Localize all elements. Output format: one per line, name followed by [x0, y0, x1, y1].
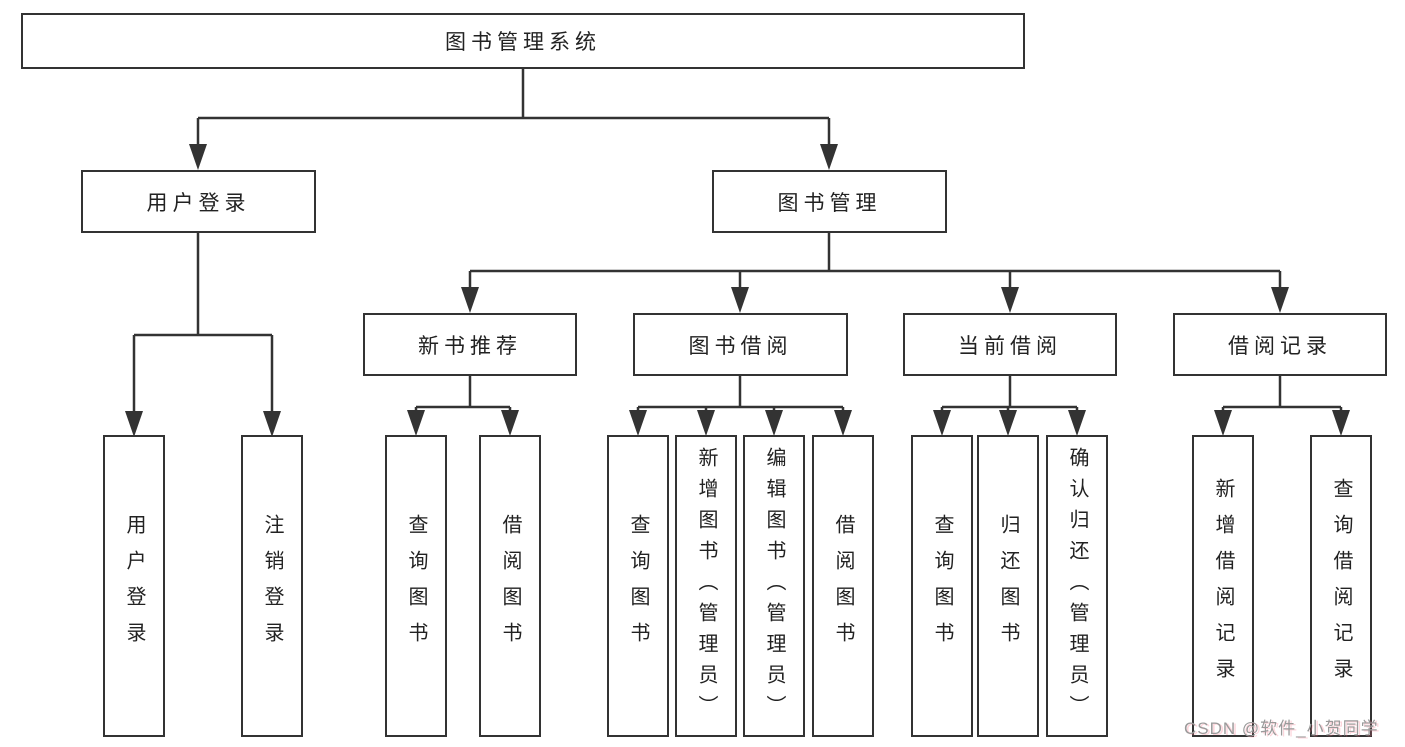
leaf-query-book-2: 查询图书: [607, 435, 669, 737]
leaf-label: 查询图书: [405, 514, 427, 658]
arrow-icon: [501, 410, 519, 436]
leaf-borrow-book-2: 借阅图书: [812, 435, 874, 737]
wire-root-to-level2: [196, 69, 831, 148]
node-label: 用户登录: [146, 191, 251, 215]
arrow-icon: [407, 410, 425, 436]
leaf-return-book: 归还图书: [977, 435, 1039, 737]
node-current-borrow: 当前借阅: [903, 313, 1117, 376]
leaf-query-book-3: 查询图书: [911, 435, 973, 737]
node-borrow-record: 借阅记录: [1173, 313, 1387, 376]
wire-management-to-level3: [468, 233, 1282, 290]
wire-bookborrow-to-leaves: [636, 375, 845, 413]
arrow-icon: [1001, 287, 1019, 313]
node-label: 新书推荐: [418, 334, 522, 358]
wire-login-to-leaves: [132, 233, 274, 414]
arrow-icon: [820, 144, 838, 170]
wire-currentborrow-to-leaves: [940, 375, 1079, 413]
node-book-borrow: 图书借阅: [633, 313, 848, 376]
arrow-icon: [189, 144, 207, 170]
wire-borrowrecord-to-leaves: [1221, 375, 1343, 413]
leaf-label: 新增借阅记录: [1212, 478, 1234, 694]
leaf-add-book-admin: 新增图书（管理员）: [675, 435, 737, 737]
wire-newbook-to-leaves: [414, 375, 512, 413]
node-user-login: 用户登录: [81, 170, 316, 233]
leaf-label: 用户登录: [123, 514, 145, 658]
arrow-icon: [834, 410, 852, 436]
node-root-system: 图书管理系统: [21, 13, 1025, 69]
node-label: 当前借阅: [958, 334, 1062, 358]
node-label: 图书管理系统: [445, 31, 601, 54]
arrow-icon: [125, 411, 143, 437]
arrow-icon: [263, 411, 281, 437]
leaf-label: 查询借阅记录: [1330, 478, 1352, 694]
leaf-add-borrow-record: 新增借阅记录: [1192, 435, 1254, 737]
leaf-query-book-1: 查询图书: [385, 435, 447, 737]
leaf-borrow-book-1: 借阅图书: [479, 435, 541, 737]
node-new-book-recommend: 新书推荐: [363, 313, 577, 376]
leaf-user-login: 用户登录: [103, 435, 165, 737]
node-label: 图书借阅: [688, 334, 793, 358]
leaf-label: 编辑图书（管理员）: [763, 446, 785, 726]
leaf-label: 查询图书: [627, 514, 649, 658]
arrow-icon: [1214, 410, 1232, 436]
arrow-icon: [1068, 410, 1086, 436]
arrow-icon: [765, 410, 783, 436]
arrow-icon: [1332, 410, 1350, 436]
arrow-icon: [697, 410, 715, 436]
arrowheads: [125, 144, 1350, 437]
leaf-edit-book-admin: 编辑图书（管理员）: [743, 435, 805, 737]
node-book-management: 图书管理: [712, 170, 947, 233]
arrow-icon: [461, 287, 479, 313]
leaf-query-borrow-record: 查询借阅记录: [1310, 435, 1372, 737]
watermark: CSDN @软件_小贺同学: [1184, 719, 1379, 738]
leaf-label: 借阅图书: [832, 514, 854, 658]
arrow-icon: [933, 410, 951, 436]
arrow-icon: [629, 410, 647, 436]
leaf-label: 归还图书: [997, 514, 1019, 658]
arrow-icon: [1271, 287, 1289, 313]
leaf-label: 查询图书: [931, 514, 953, 658]
leaf-logout: 注销登录: [241, 435, 303, 737]
leaf-label: 借阅图书: [499, 514, 521, 658]
leaf-label: 确认归还（管理员）: [1066, 446, 1088, 726]
arrow-icon: [731, 287, 749, 313]
leaf-label: 注销登录: [261, 514, 283, 658]
leaf-confirm-return-admin: 确认归还（管理员）: [1046, 435, 1108, 737]
node-label: 图书管理: [777, 191, 882, 215]
node-label: 借阅记录: [1228, 334, 1332, 358]
leaf-label: 新增图书（管理员）: [695, 446, 717, 726]
arrow-icon: [999, 410, 1017, 436]
